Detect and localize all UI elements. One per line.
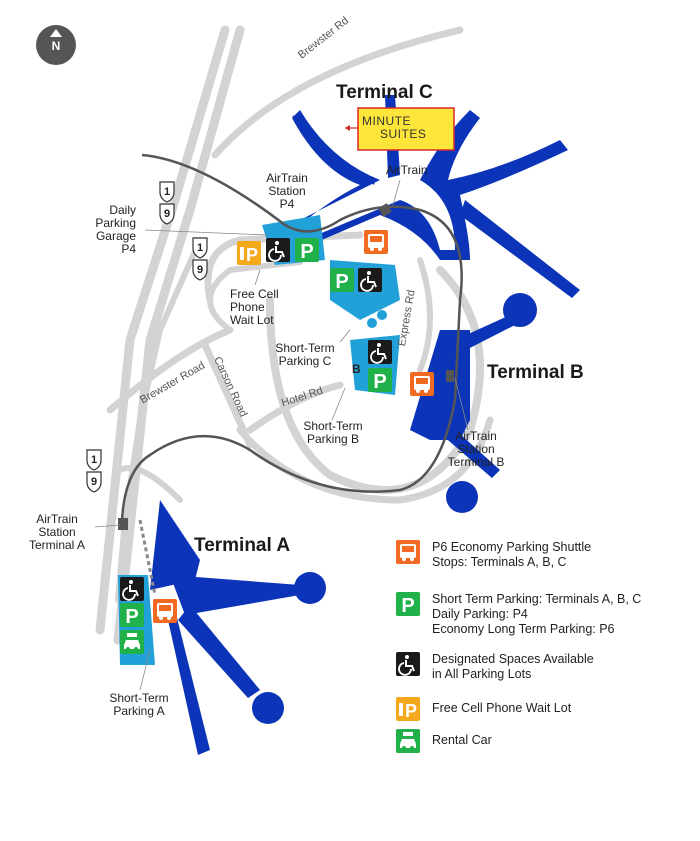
cell-lot-label: Free Cell Phone Wait Lot	[230, 287, 279, 327]
route-shield-number: 9	[90, 476, 98, 488]
legend-item-rental: Rental Car	[396, 729, 492, 753]
legend-text: Free Cell Phone Wait Lot	[432, 701, 572, 715]
parking-p-icon	[396, 592, 420, 616]
hotel-rd	[246, 381, 344, 434]
cell-phone-lot-icon	[396, 697, 420, 721]
compass-icon	[36, 25, 76, 65]
parking-p-icon	[368, 368, 392, 393]
brewster-rd-top	[211, 26, 464, 159]
airtrain-station-b-label: AirTrain Station Terminal B	[447, 429, 505, 469]
daily-parking-garage-label: Daily Parking Garage P4	[95, 203, 136, 256]
airtrain-walkway-a	[138, 519, 157, 596]
shuttle-bus-icon	[364, 230, 388, 254]
airtrain-station-a-label: AirTrain Station Terminal A	[28, 512, 86, 552]
express-rd	[417, 257, 433, 373]
legend-text: Daily Parking: P4	[432, 607, 528, 621]
accessible-icon	[265, 237, 291, 263]
inner-loop	[204, 231, 364, 304]
route-1-9-a	[95, 25, 230, 635]
terminal-a-building	[150, 500, 326, 755]
terminal-a-road	[117, 465, 183, 503]
legend-item-cell-lot: Free Cell Phone Wait Lot	[396, 697, 571, 721]
terminal-c-label: Terminal C	[336, 82, 433, 103]
rental-car-icon	[120, 630, 144, 654]
airtrain-line	[120, 153, 463, 521]
airtrain-platforms	[118, 203, 454, 530]
terminal-b-label: Terminal B	[487, 362, 584, 383]
brewster-road	[106, 326, 234, 414]
route-1-9-b	[113, 25, 245, 645]
short-term-a-label: Short-Term Parking A	[109, 691, 169, 718]
legend-item-accessible: Designated Spaces Available in All Parki…	[396, 652, 594, 682]
legend-item-shuttle: P6 Economy Parking Shuttle Stops: Termin…	[396, 540, 591, 570]
short-term-c-label: Short-Term Parking C	[275, 341, 335, 368]
parking-p-icon	[330, 268, 354, 293]
accessible-icon	[367, 339, 393, 365]
route-shield-number: 9	[163, 208, 171, 220]
shuttle-bus-icon	[410, 372, 434, 396]
minute-suites-text: MINUTE SUITES	[362, 114, 427, 141]
route-1-9-c	[115, 237, 203, 603]
legend-text: P6 Economy Parking Shuttle	[432, 540, 592, 554]
accessible-icon	[396, 652, 420, 676]
legend-text: Rental Car	[432, 733, 492, 747]
compass-letter: N	[51, 39, 61, 53]
legend-text: in All Parking Lots	[432, 667, 532, 681]
rental-car-icon	[396, 729, 420, 753]
shuttle-bus-icon	[153, 599, 177, 623]
route-shield-number: 1	[90, 454, 98, 466]
accessible-icon	[119, 576, 145, 602]
airtrain-station-p4-label: AirTrain Station P4	[266, 171, 308, 211]
legend-item-parking: Short Term Parking: Terminals A, B, C Da…	[396, 592, 641, 637]
route-shield-number: 9	[196, 264, 204, 276]
accessible-icon	[357, 267, 383, 293]
shuttle-bus-icon	[396, 540, 420, 564]
terminal-a-label: Terminal A	[194, 535, 291, 556]
legend-text: Stops: Terminals A, B, C	[432, 555, 567, 569]
route-shield-number: 1	[163, 186, 171, 198]
inner-loop-2	[207, 259, 303, 333]
terminal-b-building	[410, 293, 537, 513]
legend-text: Short Term Parking: Terminals A, B, C	[432, 592, 642, 606]
legend-text: Designated Spaces Available	[432, 652, 594, 666]
route-shield-number: 1	[196, 242, 204, 254]
short-term-b-label: Short-Term Parking B	[303, 419, 363, 446]
parking-p-icon	[295, 238, 319, 263]
leader-lines	[94, 179, 469, 691]
cell-phone-lot-icon	[237, 241, 261, 265]
airtrain-c-label: AirTrain	[386, 163, 428, 177]
legend-text: Economy Long Term Parking: P6	[432, 622, 615, 636]
minute-suites-sign	[357, 107, 455, 151]
lot-b-letter: B	[352, 362, 361, 376]
parking-p-icon	[120, 603, 144, 628]
